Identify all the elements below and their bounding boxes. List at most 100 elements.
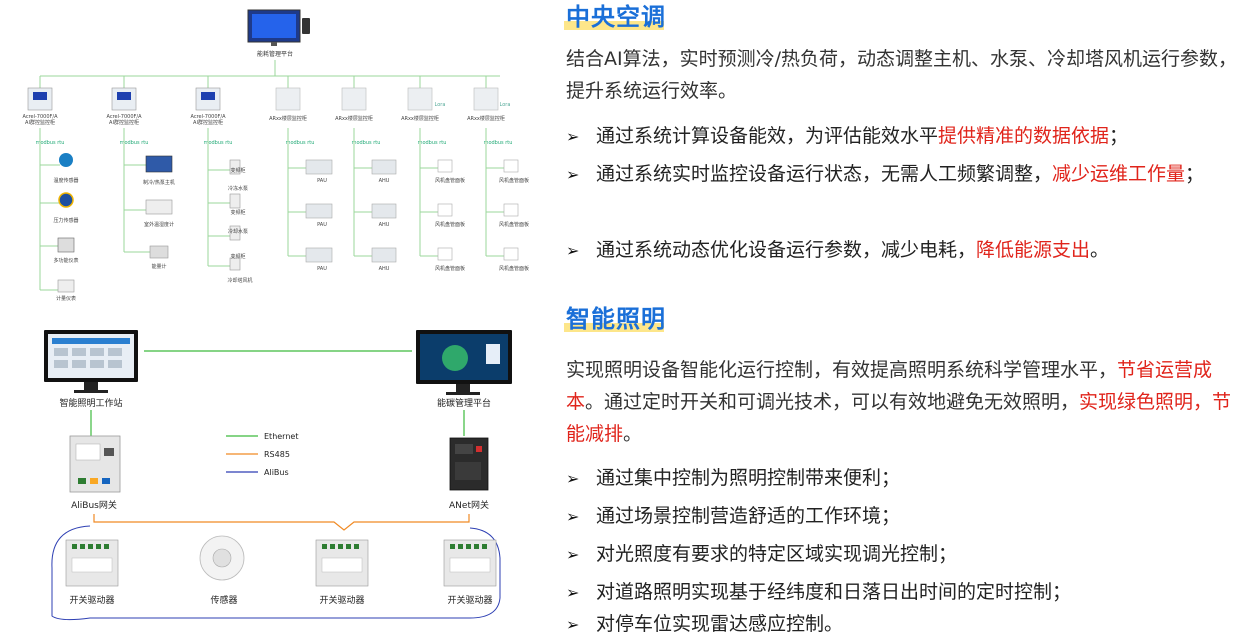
- hvac-title-text: 中央空调: [566, 3, 666, 31]
- alibus-gateway-icon: [69, 435, 121, 493]
- lighting-intro: 实现照明设备智能化运行控制，有效提高照明系统科学管理水平，节省运营成本。通过定时…: [566, 354, 1246, 450]
- device-label: 多功能仪表: [53, 257, 78, 264]
- device-label: 变频柜: [230, 167, 245, 174]
- floor-cabinet-label: ARxx楼层监控柜: [401, 115, 439, 122]
- arrow-bullet-icon: ➢: [566, 127, 580, 146]
- lighting-bullet: ➢ 对光照度有要求的特定区域实现调光控制；: [566, 535, 1246, 574]
- floor-cabinet-label: ARxx楼层监控柜: [269, 115, 307, 122]
- arrow-bullet-icon: ➢: [566, 615, 580, 634]
- energy-meter-icon: [57, 279, 75, 293]
- lighting-diagram: 智能照明工作站 能碳管理平台 AliBus网关: [44, 330, 512, 621]
- device-label: 计量仪表: [56, 295, 76, 302]
- anet-gateway-label: ANet网关: [449, 499, 489, 511]
- platform-screen-icon: [247, 9, 310, 46]
- lighting-bullet: ➢ 对停车位实现雷达感应控制。: [566, 605, 1246, 644]
- device-label: 冷却塔风机: [227, 277, 252, 284]
- hvac-bullet: ➢通过系统计算设备能效，为评估能效水平提供精准的数据依据；: [566, 117, 1246, 156]
- bullet-text: 通过系统实时监控设备运行状态，无需人工频繁调整，: [596, 163, 1053, 185]
- hvac-platform-label: 能耗管理平台: [257, 50, 293, 58]
- floor-cabinet: [341, 87, 367, 111]
- device-label: 压力传感器: [53, 217, 78, 224]
- intro-text: 。通过定时开关和可调光技术，可以有效地避免无效照明，: [585, 391, 1080, 413]
- intro-text: 。: [623, 423, 643, 445]
- bullet-text: ；: [1109, 125, 1129, 147]
- ahu-unit-icon: [371, 159, 397, 175]
- fcu-label: 风机盘管面板: [435, 221, 465, 228]
- fcu-label: 风机盘管面板: [499, 265, 529, 272]
- anet-gateway-icon: [449, 437, 489, 491]
- bullet-text: ；: [1185, 163, 1205, 185]
- arrow-bullet-icon: ➢: [566, 545, 580, 564]
- bullet-text: 通过场景控制营造舒适的工作环境；: [596, 505, 901, 527]
- arrow-bullet-icon: ➢: [566, 507, 580, 526]
- hvac-intro: 结合AI算法，实时预测冷/热负荷，动态调整主机、水泵、冷却塔风机运行参数，提升系…: [566, 48, 1238, 102]
- bullet-text: 对停车位实现雷达感应控制。: [596, 613, 844, 635]
- lighting-bullet: ➢ 通过场景控制营造舒适的工作环境；: [566, 497, 1246, 536]
- intro-highlight: 实现绿色照明，节能减排: [566, 391, 1232, 445]
- switch-actuator-icon: [315, 539, 369, 587]
- ahu-label: AHU: [379, 266, 390, 272]
- controller-model: Acrel-7000F/A: [22, 114, 58, 120]
- legend-rs485: RS485: [264, 450, 290, 459]
- lighting-title: 智能照明: [564, 304, 666, 334]
- pau-label: PAU: [317, 222, 327, 228]
- outdoor-hygrometer-icon: [145, 199, 173, 215]
- fcu-panel-icon: [437, 159, 453, 173]
- ahu-label: AHU: [379, 222, 390, 228]
- pau-unit-icon: [305, 203, 333, 219]
- vfd-cabinet-icon: [229, 225, 241, 241]
- lighting-title-text: 智能照明: [566, 305, 666, 333]
- workstation-label: 智能照明工作站: [59, 397, 122, 409]
- hvac-diagram: 能耗管理平台 Acrel-7000F/A AI群控监控柜: [22, 9, 529, 302]
- device-label: 开关驱动器: [447, 594, 492, 606]
- lora-label: Lora: [500, 102, 511, 108]
- line-legend: Ethernet RS485 AliBus: [226, 432, 298, 477]
- controller-label: AI群控监控柜: [193, 119, 223, 126]
- ahu-label: AHU: [379, 178, 390, 184]
- workstation-monitor-icon: [44, 330, 138, 393]
- heat-meter-icon: [149, 245, 169, 259]
- bullet-text: 对道路照明实现基于经纬度和日落日出时间的定时控制；: [596, 581, 1072, 603]
- switch-actuator-icon: [65, 539, 119, 587]
- bullet-text: 对光照度有要求的特定区域实现调光控制；: [596, 543, 958, 565]
- hvac-title: 中央空调: [564, 2, 666, 32]
- intro-highlight: 节省运营成本: [566, 359, 1213, 413]
- bullet-text: 通过系统计算设备能效，为评估能效水平: [596, 125, 939, 147]
- lighting-bullet: ➢ 对道路照明实现基于经纬度和日落日出时间的定时控制；: [566, 573, 1246, 612]
- floor-cabinet: [407, 87, 433, 111]
- arrow-bullet-icon: ➢: [566, 165, 580, 184]
- device-label: 开关驱动器: [319, 594, 364, 606]
- bullet-highlight: 减少运维工作量: [1052, 163, 1186, 185]
- fcu-panel-icon: [503, 159, 519, 173]
- bus-label: modbus rtu: [286, 140, 315, 146]
- ahu-unit-icon: [371, 203, 397, 219]
- platform-label: 能碳管理平台: [437, 397, 491, 409]
- bus-label: modbus rtu: [36, 140, 65, 146]
- carbon-platform-monitor-icon: [416, 330, 512, 395]
- controller-model: Acrel-7000F/A: [190, 114, 226, 120]
- intro-text: 实现照明设备智能化运行控制，有效提高照明系统科学管理水平，: [566, 359, 1118, 381]
- pau-unit-icon: [305, 159, 333, 175]
- controller-label: AI群控监控柜: [109, 119, 139, 126]
- alibus-gateway-label: AliBus网关: [71, 499, 117, 511]
- arrow-bullet-icon: ➢: [566, 583, 580, 602]
- pau-label: PAU: [317, 266, 327, 272]
- ai-controller-cabinet: [195, 87, 221, 111]
- device-label: 冷冻水泵: [228, 185, 248, 192]
- fcu-panel-icon: [503, 203, 519, 217]
- chiller-icon: [145, 155, 173, 173]
- arrow-bullet-icon: ➢: [566, 469, 580, 488]
- fcu-label: 风机盘管面板: [435, 177, 465, 184]
- floor-cabinet: [275, 87, 301, 111]
- bullet-text: 通过系统动态优化设备运行参数，减少电耗，: [596, 239, 977, 261]
- floor-cabinet-label: ARxx楼层监控柜: [467, 115, 505, 122]
- hvac-bullet: ➢通过系统动态优化设备运行参数，减少电耗，降低能源支出。: [566, 231, 1246, 270]
- vfd-cabinet-icon: [229, 159, 241, 175]
- switch-actuator-icon: [443, 539, 497, 587]
- pau-label: PAU: [317, 178, 327, 184]
- bus-label: modbus rtu: [484, 140, 513, 146]
- device-label: 室外温湿度计: [144, 221, 174, 228]
- device-label: 变频柜: [230, 209, 245, 216]
- fcu-label: 风机盘管面板: [499, 221, 529, 228]
